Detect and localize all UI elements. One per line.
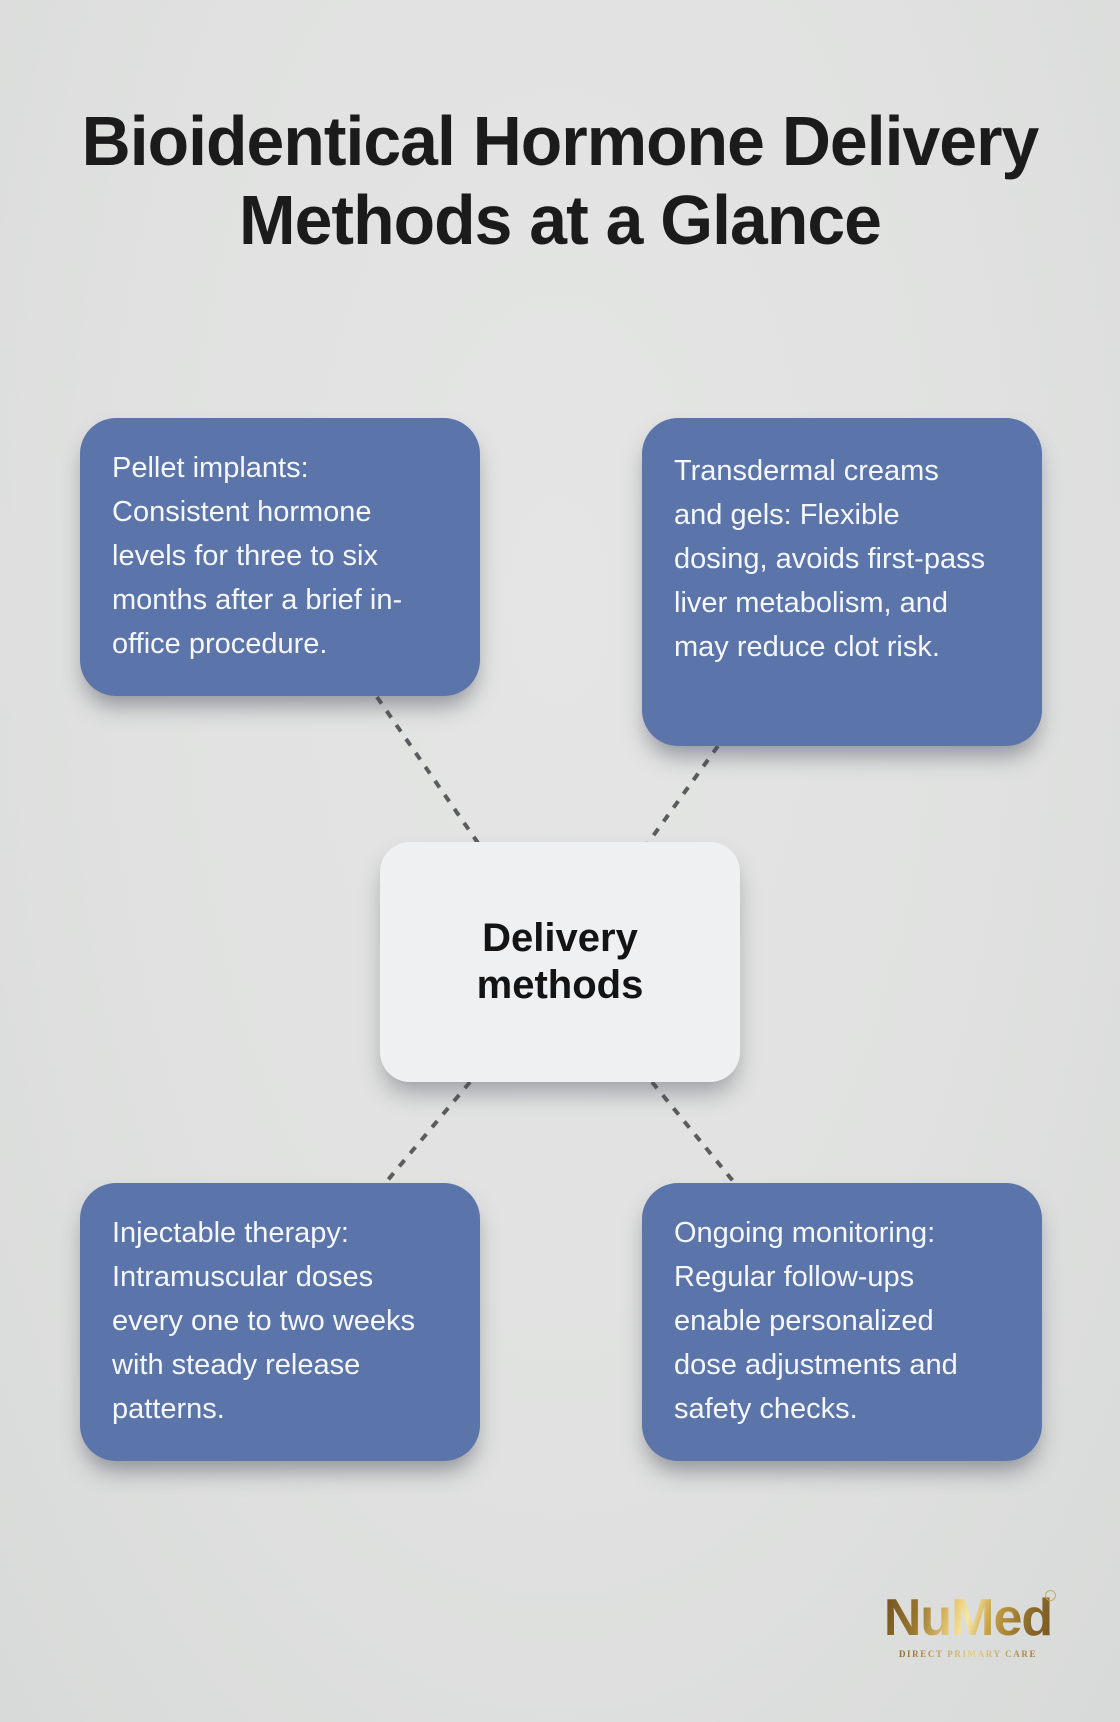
card-ongoing-monitoring: Ongoing monitoring: Regular follow-ups e… [642, 1183, 1042, 1461]
connector-top-right [646, 744, 720, 845]
card-pellet-implants: Pellet implants: Consistent hormone leve… [80, 418, 480, 696]
card-pellet-implants-text: Pellet implants: Consistent hormone leve… [112, 452, 403, 660]
card-ongoing-monitoring-text: Ongoing monitoring: Regular follow-ups e… [674, 1217, 958, 1425]
numed-logo: NuMed DIRECT PRIMARY CARE [878, 1589, 1058, 1662]
card-transdermal-creams-gels: Transdermal creams and gels: Flexible do… [642, 418, 1042, 746]
center-node-label: Delivery methods [476, 916, 644, 1007]
logo-brand-text: NuMed [883, 1589, 1053, 1647]
connector-top-left [375, 695, 480, 845]
card-transdermal-creams-gels-text: Transdermal creams and gels: Flexible do… [674, 455, 986, 663]
card-injectable-therapy: Injectable therapy: Intramuscular doses … [80, 1183, 480, 1461]
page-title-line-1: Bioidentical Hormone Delivery [81, 102, 1040, 180]
logo-tagline-text: DIRECT PRIMARY CARE [898, 1649, 1038, 1659]
center-node-delivery-methods: Delivery methods [380, 842, 740, 1082]
connector-bottom-left [385, 1080, 472, 1183]
connector-bottom-right [650, 1080, 735, 1183]
page-title: Bioidentical Hormone Delivery Methods at… [0, 102, 1120, 260]
card-injectable-therapy-text: Injectable therapy: Intramuscular doses … [112, 1217, 416, 1425]
page-title-line-2: Methods at a Glance [239, 181, 882, 259]
logo-registered-mark-icon [1045, 1590, 1056, 1601]
